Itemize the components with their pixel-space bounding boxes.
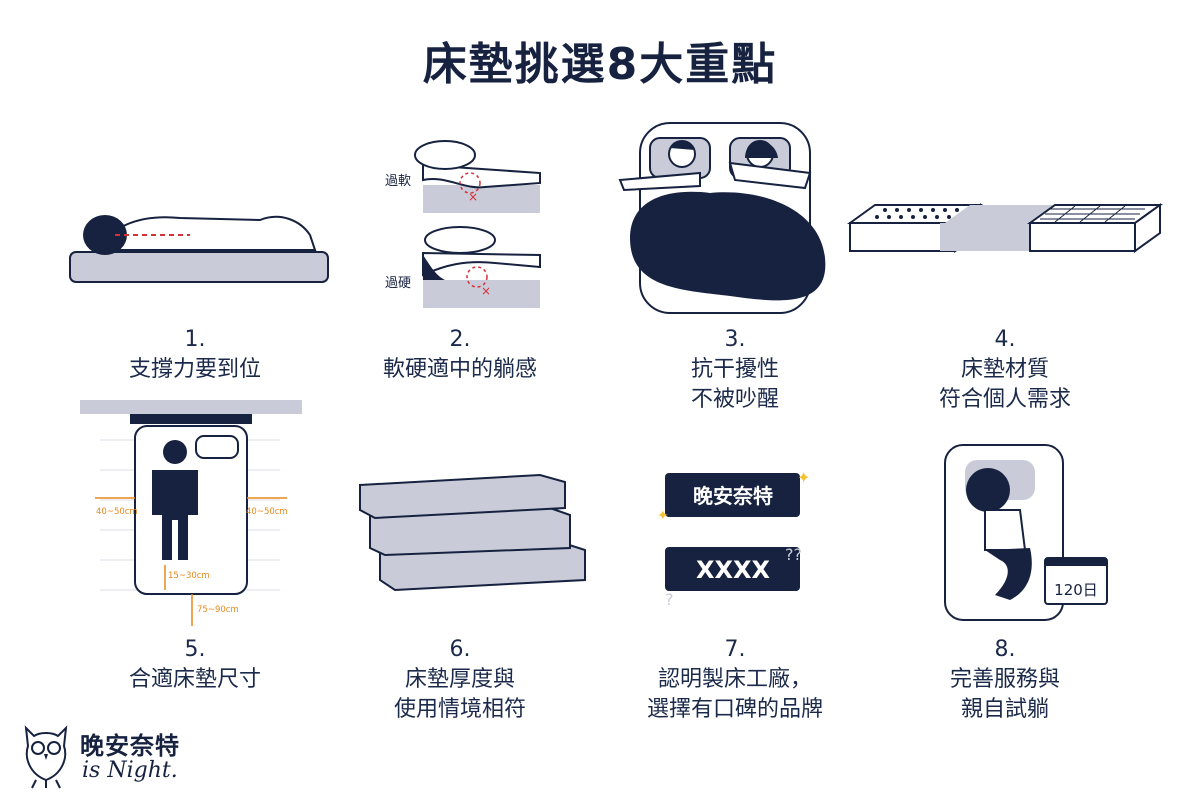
- foot-measure: 15~30cm: [168, 571, 210, 581]
- caption-5: 5. 合適床墊尺寸: [65, 635, 325, 695]
- logo-text-en: is Night.: [82, 758, 178, 783]
- caption-7-line-2: 選擇有口碑的品牌: [646, 697, 823, 722]
- side-measure-right: 40~50cm: [246, 507, 288, 517]
- caption-7-number: 7.: [724, 637, 746, 662]
- caption-3-number: 3.: [724, 327, 746, 352]
- caption-3-line-1: 抗干擾性: [690, 357, 779, 382]
- materials-illustration: [846, 203, 1164, 253]
- unknown-badge-text: XXXX: [696, 556, 771, 584]
- caption-8: 8. 完善服務與 親自試躺: [875, 635, 1135, 725]
- svg-text:✦: ✦: [797, 468, 810, 487]
- caption-7-line-1: 認明製床工廠，: [657, 667, 812, 692]
- owl-logo-icon: [24, 725, 68, 789]
- caption-8-line-1: 完善服務與: [949, 667, 1060, 692]
- caption-3: 3. 抗干擾性 不被吵醒: [605, 325, 865, 415]
- caption-2-line-1: 軟硬適中的躺感: [382, 357, 537, 382]
- caption-1-number: 1.: [184, 327, 206, 352]
- caption-4: 4. 床墊材質 符合個人需求: [875, 325, 1135, 415]
- caption-6-line-2: 使用情境相符: [393, 697, 526, 722]
- caption-5-line-1: 合適床墊尺寸: [128, 667, 261, 692]
- caption-5-number: 5.: [184, 637, 206, 662]
- caption-1-line-1: 支撐力要到位: [128, 357, 261, 382]
- caption-2-number: 2.: [449, 327, 471, 352]
- page-title: 床墊挑選8大重點: [422, 39, 778, 90]
- caption-3-line-2: 不被吵醒: [690, 387, 779, 412]
- calendar-text: 120日: [1054, 581, 1098, 599]
- brand-illustration: 晚安奈特 ✦ ✦ XXXX ?? ?: [657, 468, 810, 609]
- caption-2: 2. 軟硬適中的躺感: [330, 325, 590, 385]
- soft-label: 過軟: [385, 173, 411, 189]
- caption-8-line-2: 親自試躺: [960, 697, 1049, 722]
- bed-size-illustration: 40~50cm 40~50cm 15~30cm 75~90cm: [80, 400, 302, 626]
- trial-illustration: 120日: [944, 444, 1108, 621]
- svg-text:×: ×: [481, 284, 491, 298]
- caption-6-number: 6.: [449, 637, 471, 662]
- caption-7: 7. 認明製床工廠， 選擇有口碑的品牌: [605, 635, 865, 725]
- caption-6: 6. 床墊厚度與 使用情境相符: [330, 635, 590, 725]
- svg-text:?: ?: [665, 590, 674, 609]
- caption-4-number: 4.: [994, 327, 1016, 352]
- thickness-illustration: [359, 473, 586, 592]
- support-illustration: [69, 215, 329, 283]
- logo-text-cn: 晚安奈特: [80, 731, 180, 760]
- caption-6-line-1: 床墊厚度與: [404, 667, 515, 692]
- caption-1: 1. 支撐力要到位: [65, 325, 325, 385]
- hard-label: 過硬: [385, 276, 411, 291]
- brand-badge-text: 晚安奈特: [693, 484, 773, 508]
- side-measure-left: 40~50cm: [96, 507, 138, 517]
- svg-text:✦: ✦: [657, 508, 669, 524]
- caption-8-number: 8.: [994, 637, 1016, 662]
- caption-4-line-2: 符合個人需求: [938, 387, 1071, 412]
- firmness-illustration: 過軟 × 過硬 ×: [385, 140, 541, 308]
- aisle-measure: 75~90cm: [197, 605, 239, 615]
- svg-text:×: ×: [468, 190, 478, 204]
- caption-4-line-1: 床墊材質: [960, 357, 1049, 382]
- svg-text:??: ??: [785, 545, 802, 564]
- couple-bed-illustration: [618, 122, 826, 314]
